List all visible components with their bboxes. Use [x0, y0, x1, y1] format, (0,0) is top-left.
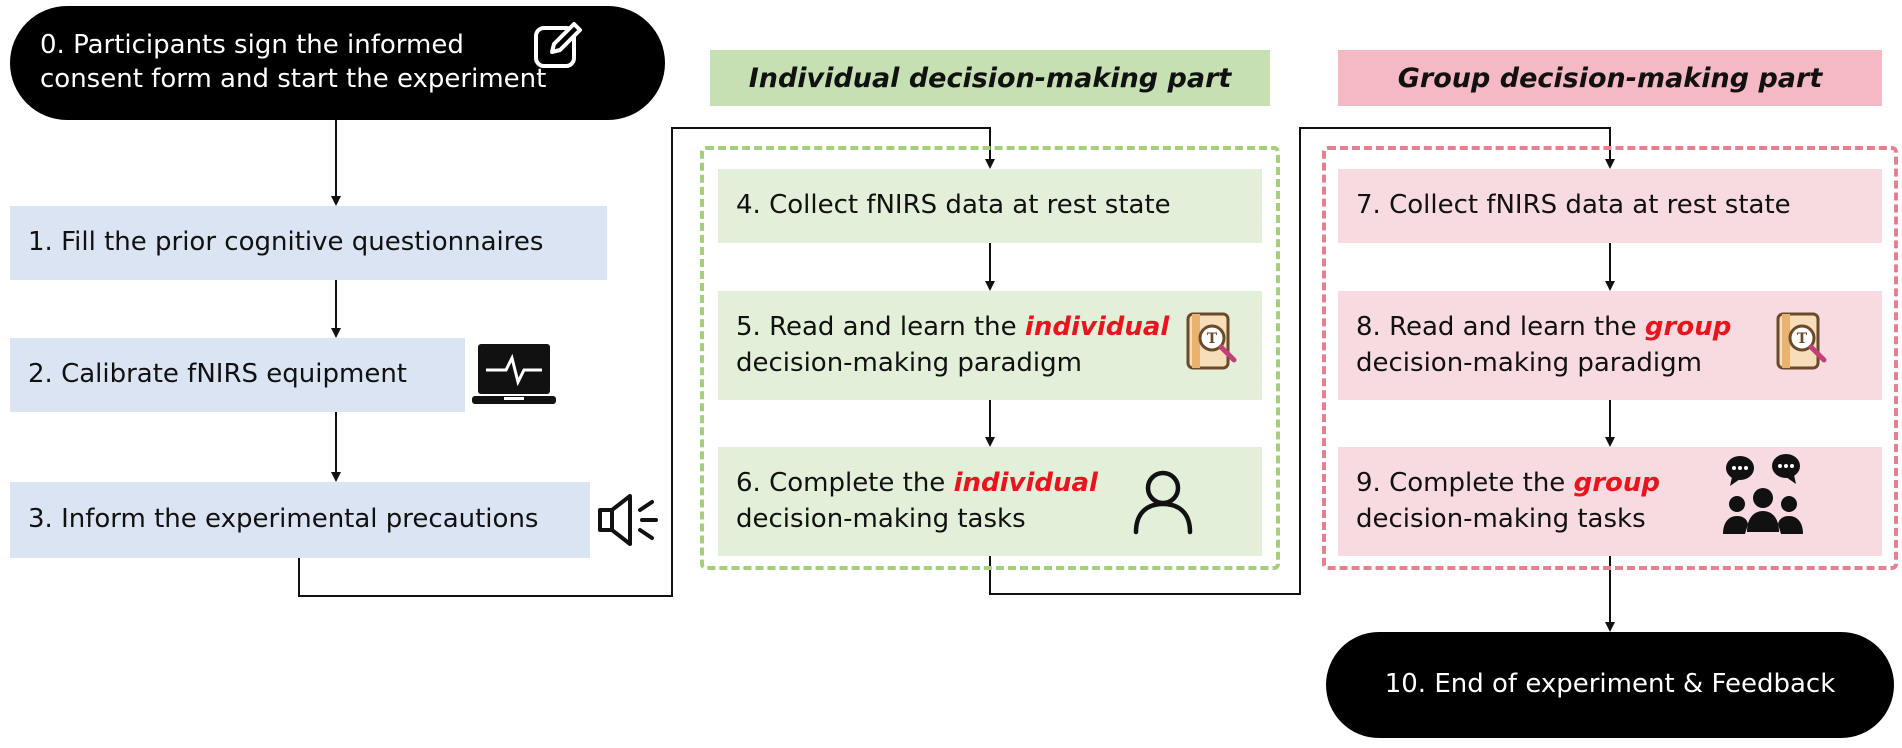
document-search-icon: T — [1776, 312, 1827, 370]
laptop-monitor-icon — [472, 344, 556, 404]
group-section-frame — [1322, 146, 1898, 570]
individual-section-header: Individual decision-making part — [710, 50, 1270, 106]
svg-text:T: T — [1797, 331, 1808, 347]
step-8-emphasis: group — [1644, 312, 1732, 343]
start-line-1: 0. Participants sign the informed — [40, 30, 464, 61]
end-node: 10. End of experiment & Feedback — [1326, 632, 1894, 738]
svg-text:T: T — [1207, 331, 1218, 347]
step-6-suffix: decision-making tasks — [736, 503, 1026, 534]
step-8-suffix: decision-making paradigm — [1356, 347, 1702, 378]
step-6-emphasis: individual — [953, 468, 1098, 499]
group-section-header: Group decision-making part — [1338, 50, 1882, 106]
step-3-label: 3. Inform the experimental precautions — [28, 504, 539, 535]
document-search-icon: T — [1186, 312, 1237, 370]
step-9-emphasis: group — [1573, 468, 1660, 499]
step-9-prefix: 9. Complete the — [1356, 468, 1574, 499]
step-7-label: 7. Collect fNIRS data at rest state — [1356, 190, 1791, 221]
edit-icon — [534, 22, 582, 68]
step-4-box: 4. Collect fNIRS data at rest state — [718, 169, 1262, 243]
step-9-suffix: decision-making tasks — [1356, 503, 1646, 534]
step-2-box: 2. Calibrate fNIRS equipment — [10, 338, 465, 412]
step-4-label: 4. Collect fNIRS data at rest state — [736, 190, 1171, 221]
step-5-emphasis: individual — [1024, 312, 1170, 343]
step-1-label: 1. Fill the prior cognitive questionnair… — [28, 227, 544, 258]
individual-section-frame — [700, 146, 1280, 570]
step-8-box: 8. Read and learn the group decision-mak… — [1338, 291, 1882, 400]
group-chat-icon — [1723, 454, 1803, 534]
step-5-box: 5. Read and learn the individual decisio… — [718, 291, 1262, 400]
step-7-box: 7. Collect fNIRS data at rest state — [1338, 169, 1882, 243]
step-1-box: 1. Fill the prior cognitive questionnair… — [10, 206, 607, 280]
start-line-2: consent form and start the experiment — [40, 64, 547, 94]
start-node: 0. Participants sign the informed consen… — [10, 6, 665, 120]
step-2-label: 2. Calibrate fNIRS equipment — [28, 359, 407, 390]
end-label: 10. End of experiment & Feedback — [1384, 669, 1836, 700]
step-5-suffix: decision-making paradigm — [736, 347, 1082, 378]
person-icon — [1133, 470, 1193, 535]
speaker-icon — [598, 494, 658, 546]
step-6-prefix: 6. Complete the — [736, 468, 954, 499]
step-5-prefix: 5. Read and learn the — [736, 312, 1025, 343]
step-8-prefix: 8. Read and learn the — [1356, 312, 1645, 343]
arrow-6-to-7 — [989, 127, 1615, 595]
step-3-box: 3. Inform the experimental precautions — [10, 482, 590, 558]
arrow-3-to-4 — [298, 127, 995, 597]
